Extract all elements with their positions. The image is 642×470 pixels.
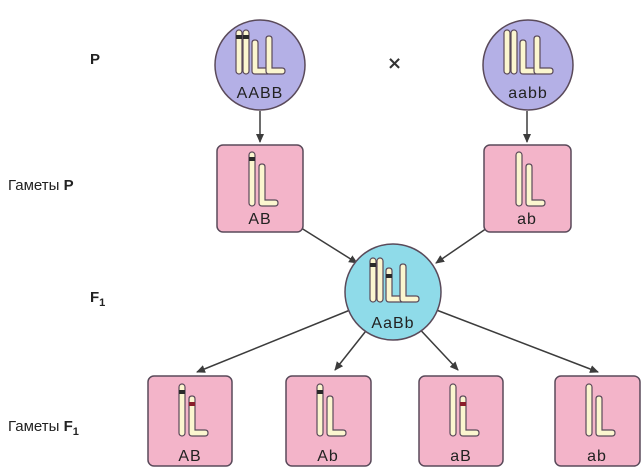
arrow-gamete-right-to-f1	[435, 225, 491, 264]
genotype-f1: AaBb	[371, 315, 414, 332]
chromosome-gpr-2	[525, 163, 546, 207]
chromosome-pl-4	[265, 35, 286, 75]
genotype-gamete-f1-2: Ab	[317, 448, 339, 465]
chromosome-pl-1	[235, 29, 243, 75]
chromosome-f1-4	[399, 263, 420, 303]
chromosome-pl-2-band	[243, 35, 249, 39]
chromosome-gpl-1-band	[249, 157, 255, 161]
chromosome-gpl-2	[258, 163, 279, 207]
chromosome-g3-1	[449, 383, 457, 437]
chromosome-g1-1	[178, 383, 186, 437]
genotype-gamete-p-right: ab	[517, 211, 537, 228]
chromosome-f1-2	[376, 257, 384, 303]
arrow-f1-to-g4	[425, 305, 599, 373]
f1-circle	[344, 243, 442, 341]
chromosome-g1-2-band	[189, 402, 195, 406]
chromosome-g2-2	[326, 395, 347, 437]
chromosome-pl-2	[242, 29, 250, 75]
chromosome-g2-1-band	[317, 390, 323, 394]
row-label-gametes-f1: Гаметы F1	[8, 418, 79, 438]
genotype-gamete-f1-4: ab	[587, 448, 607, 465]
cross-symbol: ×	[387, 53, 403, 74]
chromosome-f1-3-band	[386, 274, 392, 278]
chromosome-g3-2-band	[460, 402, 466, 406]
chromosome-f1-1-band	[370, 263, 376, 267]
chromosome-pr-2	[510, 29, 518, 75]
genotype-parent-left: AABB	[237, 85, 284, 102]
arrow-gamete-left-to-f1	[297, 225, 358, 264]
row-label-parents: P	[90, 51, 101, 68]
row-label-gametes-p: Гаметы P	[8, 177, 74, 194]
chromosome-g4-1	[585, 383, 593, 437]
chromosome-gpl-1	[248, 151, 256, 207]
chromosome-pr-4	[533, 35, 554, 75]
chromosomes	[178, 29, 616, 437]
chromosome-g1-1-band	[179, 390, 185, 394]
chromosome-gpr-1	[515, 151, 523, 207]
genotype-parent-right: aabb	[508, 85, 548, 102]
chromosome-g4-2	[595, 395, 616, 437]
genotype-gamete-f1-3: aB	[450, 448, 472, 465]
row-label-f1: F1	[90, 289, 106, 309]
genotype-gamete-f1-1: AB	[178, 448, 201, 465]
chromosome-pr-1	[503, 29, 511, 75]
chromosome-g2-1	[316, 383, 324, 437]
genotype-gamete-p-left: AB	[248, 211, 271, 228]
chromosome-f1-1	[369, 257, 377, 303]
chromosome-pl-1-band	[236, 35, 242, 39]
arrow-f1-to-g1	[196, 305, 361, 373]
